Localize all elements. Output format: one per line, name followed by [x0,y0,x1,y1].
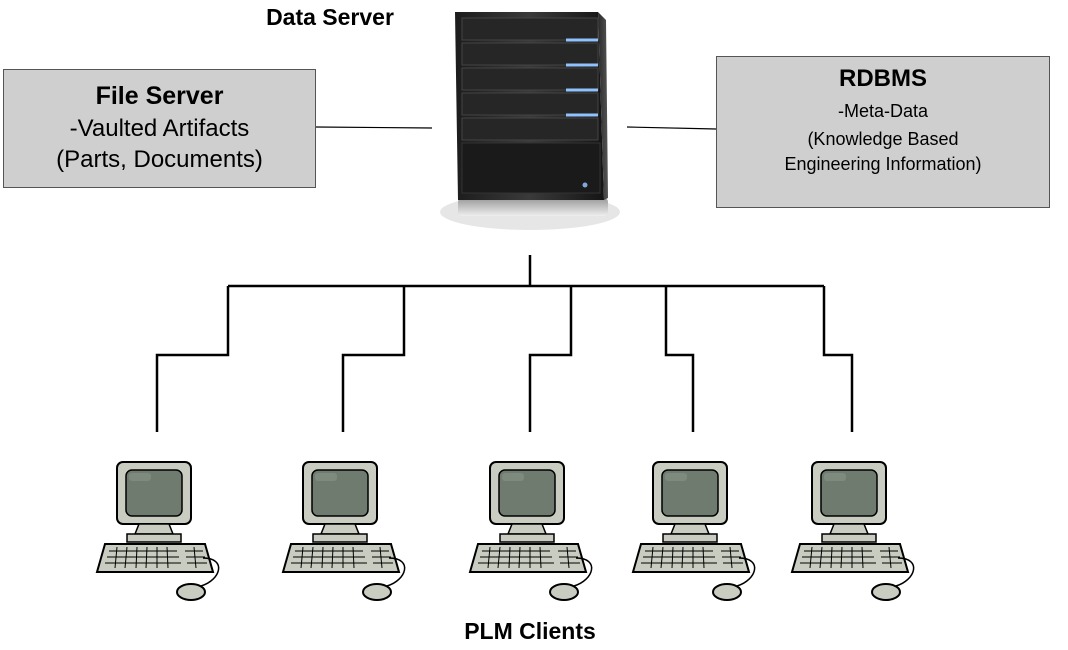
file-server-title: File Server [95,82,224,110]
client-computer [282,461,406,601]
plm-clients-title: PLM Clients [464,618,596,644]
data-server-title: Data Server [266,4,394,30]
rdbms-line2: (Knowledge Based [807,129,959,149]
client-computer [96,461,220,601]
network-lines [155,255,854,432]
file-server-line1: -Vaulted Artifacts [69,115,250,142]
file-server-box: File Server -Vaulted Artifacts (Parts, D… [3,69,316,188]
client-computer [791,461,915,601]
file-server-line2: (Parts, Documents) [56,146,263,173]
client-computer [469,461,593,601]
rdbms-line3: Engineering Information) [784,154,982,174]
rdbms-title: RDBMS [839,65,927,92]
client-computer [632,461,756,601]
rdbms-box: RDBMS -Meta-Data (Knowledge Based Engine… [716,56,1050,208]
file-server-connector [315,126,433,129]
rdbms-line1: -Meta-Data [837,101,929,121]
rdbms-connector [626,126,717,130]
server-tower-icon [440,12,620,230]
